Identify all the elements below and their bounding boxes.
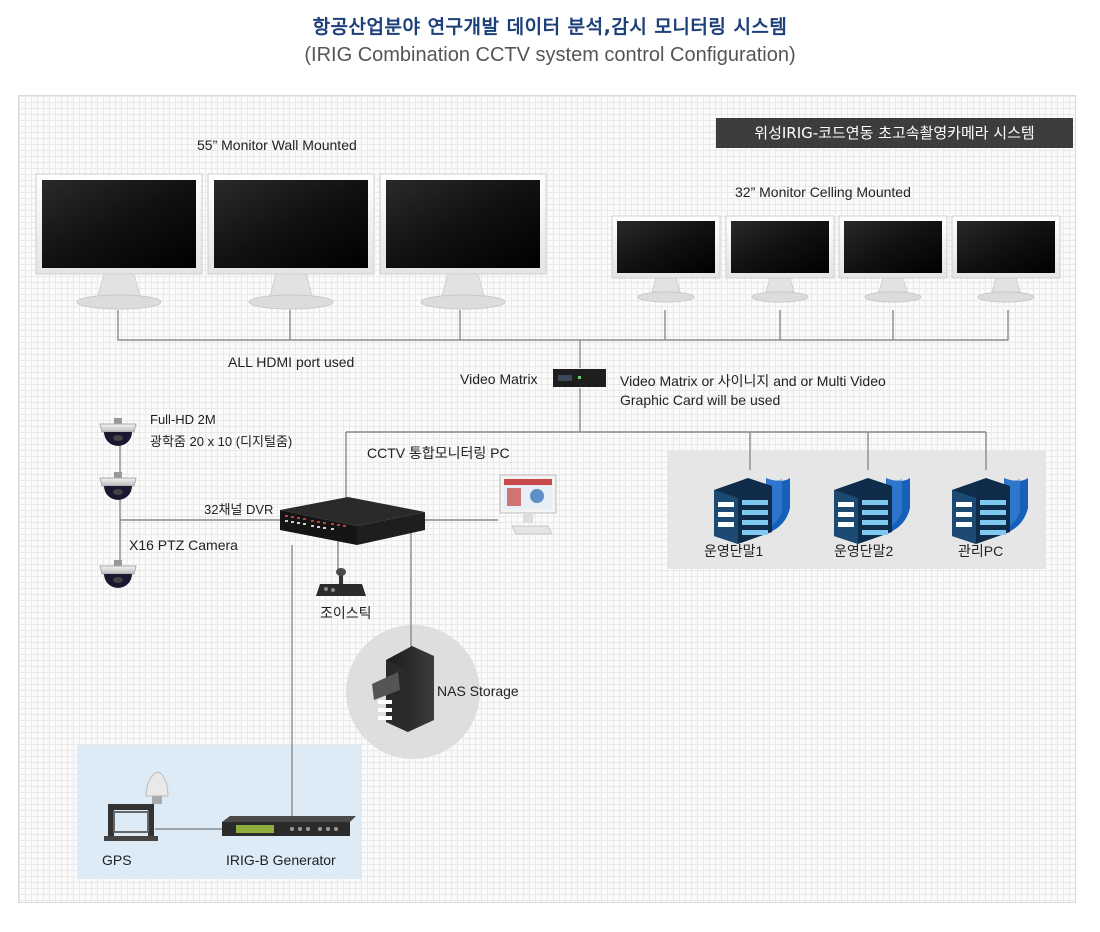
- hdmi-label: ALL HDMI port used: [228, 354, 355, 370]
- terminal-1-label: 운영단말1: [704, 543, 764, 559]
- irig-b-generator-device: [222, 816, 356, 836]
- ptz-camera-label: X16 PTZ Camera: [129, 537, 238, 553]
- admin-pc-label: 관리PC: [958, 543, 1004, 559]
- dvr-device: [280, 497, 425, 545]
- monitor-55-2: [207, 173, 375, 310]
- terminal-2-label: 운영단말2: [834, 543, 894, 559]
- camera-spec-2: 광학줌 20 x 10 (디지털줌): [150, 434, 293, 449]
- joystick-label: 조이스틱: [320, 605, 372, 621]
- video-matrix-label: Video Matrix: [460, 371, 538, 387]
- gps-label: GPS: [102, 852, 132, 868]
- video-matrix-note-2: Graphic Card will be used: [620, 392, 781, 408]
- ptz-camera-icon-2: [99, 471, 137, 501]
- dvr-label: 32채널 DVR: [204, 502, 274, 517]
- video-matrix-note-1: Video Matrix or 사이니지 and or Multi Video: [620, 373, 886, 389]
- page-title: 항공산업분야 연구개발 데이터 분석,감시 모니터링 시스템: [312, 16, 788, 38]
- monitor-32-3: [838, 215, 948, 303]
- system-badge: 위성IRIG-코드연동 초고속촬영카메라 시스템: [716, 118, 1073, 148]
- gps-antenna-icon: [104, 771, 169, 841]
- camera-spec-1: Full-HD 2M: [150, 412, 216, 427]
- nas-storage-icon: [372, 646, 434, 732]
- monitor-32-1: [611, 215, 721, 303]
- nas-label: NAS Storage: [437, 683, 519, 699]
- cctv-pc-monitor-icon: [499, 474, 557, 535]
- ptz-camera-icon-1: [99, 417, 137, 447]
- monitor-wall-label: 55” Monitor Wall Mounted: [197, 137, 357, 153]
- irig-label: IRIG-B Generator: [226, 852, 336, 868]
- monitor-32-4: [951, 215, 1061, 303]
- monitor-55-1: [35, 173, 203, 310]
- page-subtitle: (IRIG Combination CCTV system control Co…: [304, 44, 796, 66]
- video-matrix-device: [553, 369, 606, 387]
- monitor-55-3: [379, 173, 547, 310]
- monitor-32-2: [725, 215, 835, 303]
- connection-lines: [117, 310, 1009, 830]
- ptz-camera-icon-3: [99, 559, 137, 589]
- monitor-ceiling-label: 32” Monitor Celling Mounted: [735, 184, 911, 200]
- joystick-icon: [316, 568, 366, 596]
- cctv-pc-label: CCTV 통합모니터링 PC: [367, 445, 510, 461]
